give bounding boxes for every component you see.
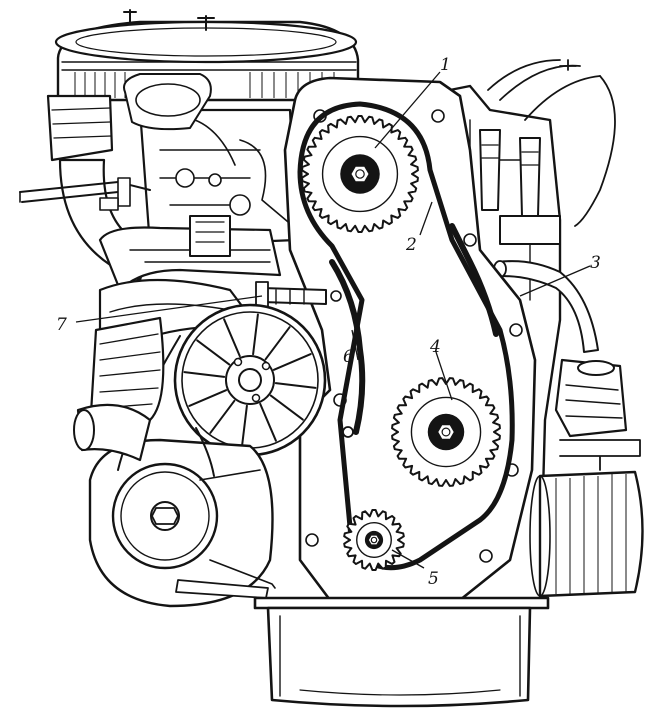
callout-2: 2	[405, 235, 417, 255]
bolt-center	[355, 169, 365, 179]
callout-1: 1	[440, 55, 451, 75]
oil-sump	[253, 596, 550, 708]
carburetor	[19, 73, 301, 248]
callout-3: 3	[590, 253, 601, 273]
bolt-icon	[436, 423, 456, 441]
water-pump-pulley	[173, 303, 327, 457]
sprocket-rim	[410, 396, 482, 468]
pulley-spoke	[264, 326, 291, 361]
pulley-spoke	[272, 353, 312, 371]
callout-leaders	[75, 71, 591, 569]
pulley-spoke	[223, 318, 241, 358]
bolt-center	[370, 536, 378, 544]
crankshaft-sprocket	[343, 509, 405, 571]
pulley-spoke	[183, 371, 226, 378]
pulley-spoke	[252, 313, 259, 356]
timing-chain	[297, 101, 515, 571]
callout-7: 7	[56, 315, 67, 335]
pulley-spoke	[196, 339, 231, 366]
chain-tensioner-shoe	[449, 223, 499, 337]
exhaust-manifold	[73, 316, 165, 462]
chain-damper	[329, 259, 366, 438]
pulley-spoke	[269, 394, 304, 421]
plate-bolts	[305, 109, 523, 563]
pulley-spokes	[183, 313, 317, 447]
pulley-spoke	[209, 399, 236, 434]
callout-5: 5	[428, 569, 439, 589]
callout-6: 6	[343, 347, 354, 367]
bolt-icon	[367, 534, 381, 546]
bolt-icon	[349, 165, 371, 183]
camshaft-sprocket	[301, 115, 419, 233]
alternator	[88, 438, 276, 608]
sprocket-rim	[356, 522, 392, 558]
callout-labels: 1 2 3 4 5 6 7	[56, 55, 601, 589]
pulley-spoke	[259, 402, 277, 442]
intermediate-sprocket	[391, 377, 501, 487]
callout-4: 4	[429, 337, 441, 357]
sprocket-rim	[321, 135, 399, 213]
bolt-center	[441, 427, 451, 437]
chain-tensioner	[255, 281, 342, 309]
pulley-spoke	[241, 404, 248, 447]
pulley-spoke	[188, 389, 228, 407]
pulley-spoke	[274, 382, 317, 389]
